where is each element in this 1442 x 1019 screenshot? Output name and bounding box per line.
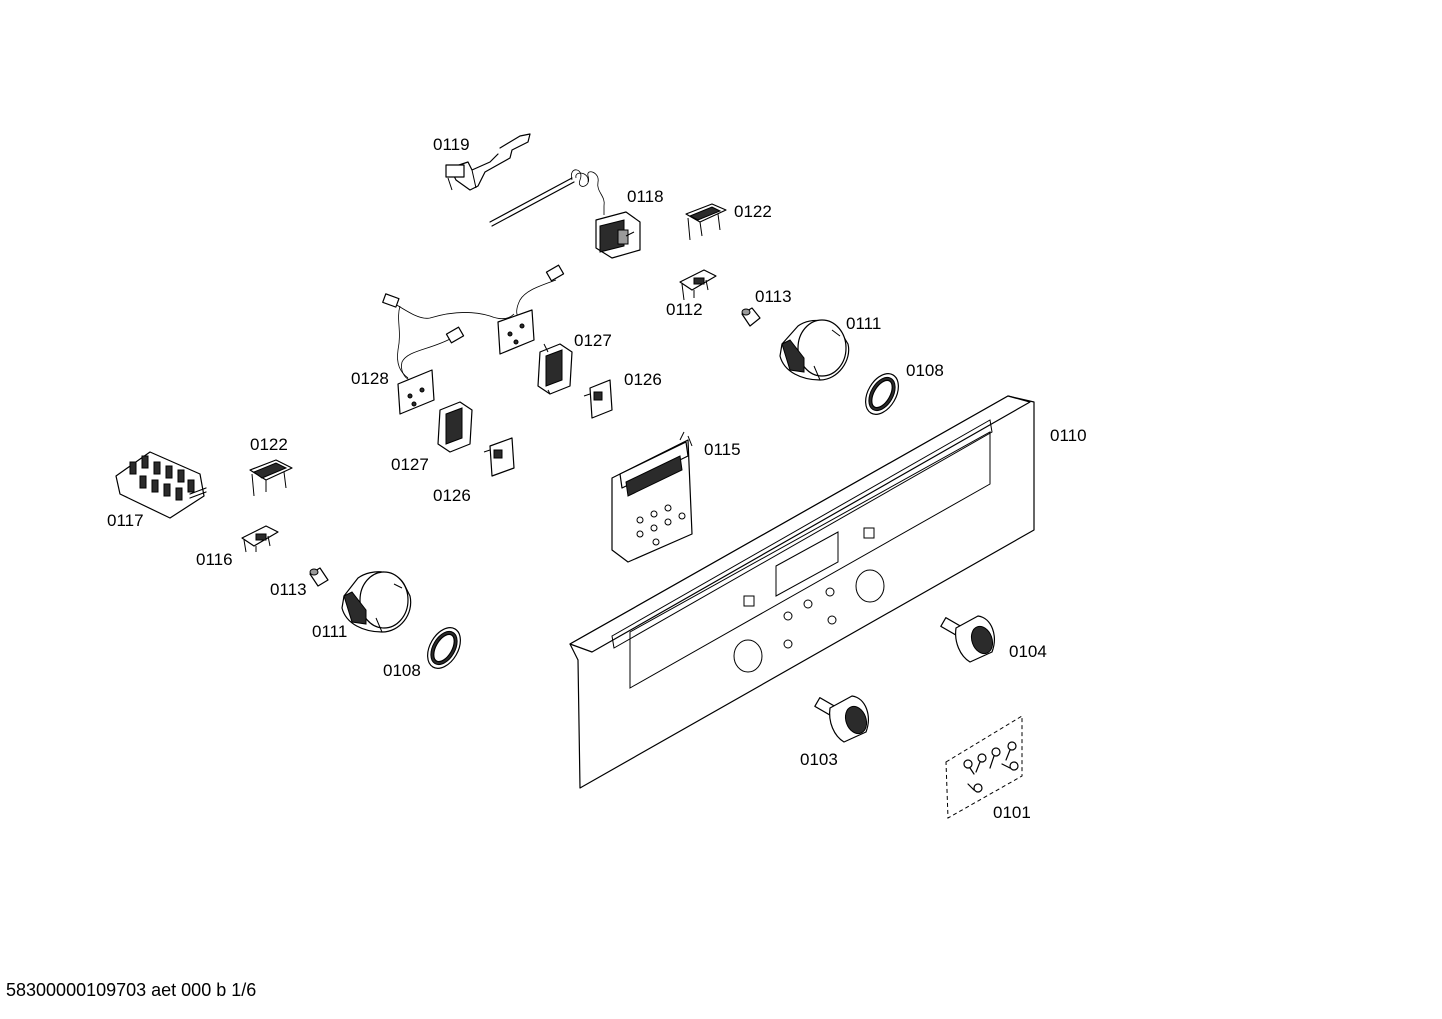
part-0126-plate-bottom (483, 437, 515, 477)
label-0113-bottom: 0113 (270, 580, 307, 599)
part-0119-sensor-bracket (445, 133, 531, 191)
label-0118: 0118 (627, 187, 664, 206)
part-0101-screws (945, 715, 1023, 819)
label-0119-top: 0119 (433, 135, 470, 154)
part-0122-clip-left (249, 459, 293, 497)
label-0108-bottom: 0108 (383, 661, 421, 680)
label-0101: 0101 (993, 803, 1031, 822)
label-0112: 0112 (666, 300, 703, 319)
label-0126-top: 0126 (624, 370, 662, 389)
label-0111-top: 0111 (846, 314, 881, 333)
part-0113-lamp-bottom (309, 567, 329, 587)
part-0117-selector-switch (115, 451, 207, 519)
label-0122-left: 0122 (250, 435, 288, 454)
label-0115: 0115 (704, 440, 741, 459)
label-0128: 0128 (351, 369, 389, 388)
label-0116: 0116 (196, 550, 233, 569)
label-0127-top: 0127 (574, 331, 612, 350)
part-0104-knob (940, 615, 995, 663)
label-0103: 0103 (800, 750, 838, 769)
part-0127-switch-bottom (437, 401, 473, 453)
label-0126-bottom: 0126 (433, 486, 471, 505)
label-0117: 0117 (107, 511, 144, 530)
label-0127-bottom: 0127 (391, 455, 429, 474)
part-0111-knob-holder-bottom (341, 571, 412, 633)
part-0108-ring-bottom (427, 627, 461, 669)
label-0122-top: 0122 (734, 202, 772, 221)
drawing-number-footer: 58300000109703 aet 000 b 1/6 (6, 980, 257, 1000)
label-0113-top: 0113 (755, 287, 792, 306)
part-0128-wiring-harness (382, 264, 565, 415)
label-0108-top: 0108 (906, 361, 944, 380)
label-0110: 0110 (1050, 426, 1087, 445)
part-0126-plate-top (583, 379, 613, 419)
part-0127-switch-top (537, 343, 573, 395)
part-0108-ring-top (865, 373, 899, 415)
part-0116-bracket (241, 525, 279, 553)
part-0110-control-panel (569, 395, 1035, 789)
part-0118-thermostat (489, 169, 641, 259)
label-0104: 0104 (1009, 642, 1047, 661)
part-0103-knob (814, 695, 869, 743)
part-0111-knob-holder-top (779, 319, 850, 381)
part-0122-clip-top (685, 203, 727, 241)
part-0112-bracket (679, 269, 717, 301)
part-0113-lamp-top (741, 307, 761, 327)
label-0111-bottom: 0111 (312, 622, 347, 641)
part-0115-control-module (611, 431, 693, 563)
